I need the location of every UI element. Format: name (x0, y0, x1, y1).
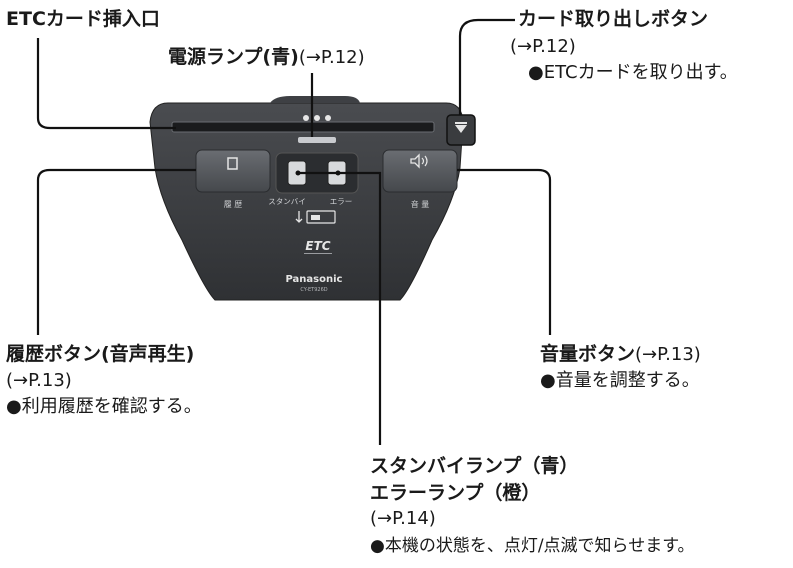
volume-button[interactable] (382, 149, 458, 193)
eject-triangle-icon (455, 125, 467, 133)
history-button[interactable] (195, 149, 271, 193)
leader-lamps (298, 171, 382, 445)
standby-label: スタンバイ (268, 197, 306, 206)
etc-logo-underline (304, 253, 332, 254)
power-lamp-ref: (→P.12) (298, 47, 365, 68)
card-chip-icon (311, 215, 320, 220)
history-label: 履 歴 (224, 200, 243, 209)
volume-desc: ●音量を調整する。 (540, 370, 700, 391)
etc-slot-label: ETCカード挿入口 (6, 8, 160, 30)
history-title: 履歴ボタン(音声再生) (6, 343, 195, 365)
leader-eject (458, 18, 515, 115)
eject-ref: (→P.12) (510, 36, 576, 57)
power-lamp-dot (325, 115, 331, 121)
power-lamp (298, 137, 336, 143)
power-lamp-label: 電源ランプ(青)(→P.12) (168, 48, 365, 67)
error-label: エラー (330, 197, 353, 206)
lamps-desc: ●本機の状態を、点灯/点滅で知らせます。 (370, 536, 695, 556)
volume-title: 音量ボタン (540, 343, 636, 365)
leader-lamps-dot (335, 170, 341, 176)
leader-history (36, 168, 196, 335)
sound-waves-icon (421, 155, 428, 167)
power-lamp-title: 電源ランプ(青) (168, 46, 299, 68)
card-insert-icon (295, 211, 303, 223)
leader-etc-slot (36, 38, 176, 130)
lamps-title-2: エラーランプ（橙） (370, 482, 541, 504)
eject-desc: ●ETCカードを取り出す。 (528, 62, 738, 83)
model-number: CY-ET926D (300, 287, 327, 293)
lamps-ref: (→P.14) (370, 508, 436, 529)
power-lamp-dot (314, 115, 320, 121)
leader-lamps-dot (295, 170, 301, 176)
volume-label-group: 音量ボタン(→P.13) (540, 345, 701, 364)
leader-volume (457, 168, 552, 335)
eject-title: カード取り出しボタン (518, 8, 709, 30)
eject-bar-icon (455, 122, 467, 124)
volume-ref: (→P.13) (635, 344, 701, 365)
history-ref: (→P.13) (6, 370, 72, 391)
history-desc: ●利用履歴を確認する。 (6, 396, 202, 417)
etc-logo: ETC (305, 239, 330, 253)
volume-label: 音 量 (411, 199, 430, 209)
history-icon (227, 157, 238, 170)
top-bump (270, 96, 360, 103)
power-lamp-dot (303, 115, 309, 121)
card-outline-icon (306, 210, 336, 224)
speaker-icon (410, 153, 420, 169)
brand-logo: Panasonic (286, 274, 343, 285)
etc-card-slot[interactable] (171, 121, 435, 133)
lamps-title-1: スタンバイランプ（青） (370, 455, 579, 477)
